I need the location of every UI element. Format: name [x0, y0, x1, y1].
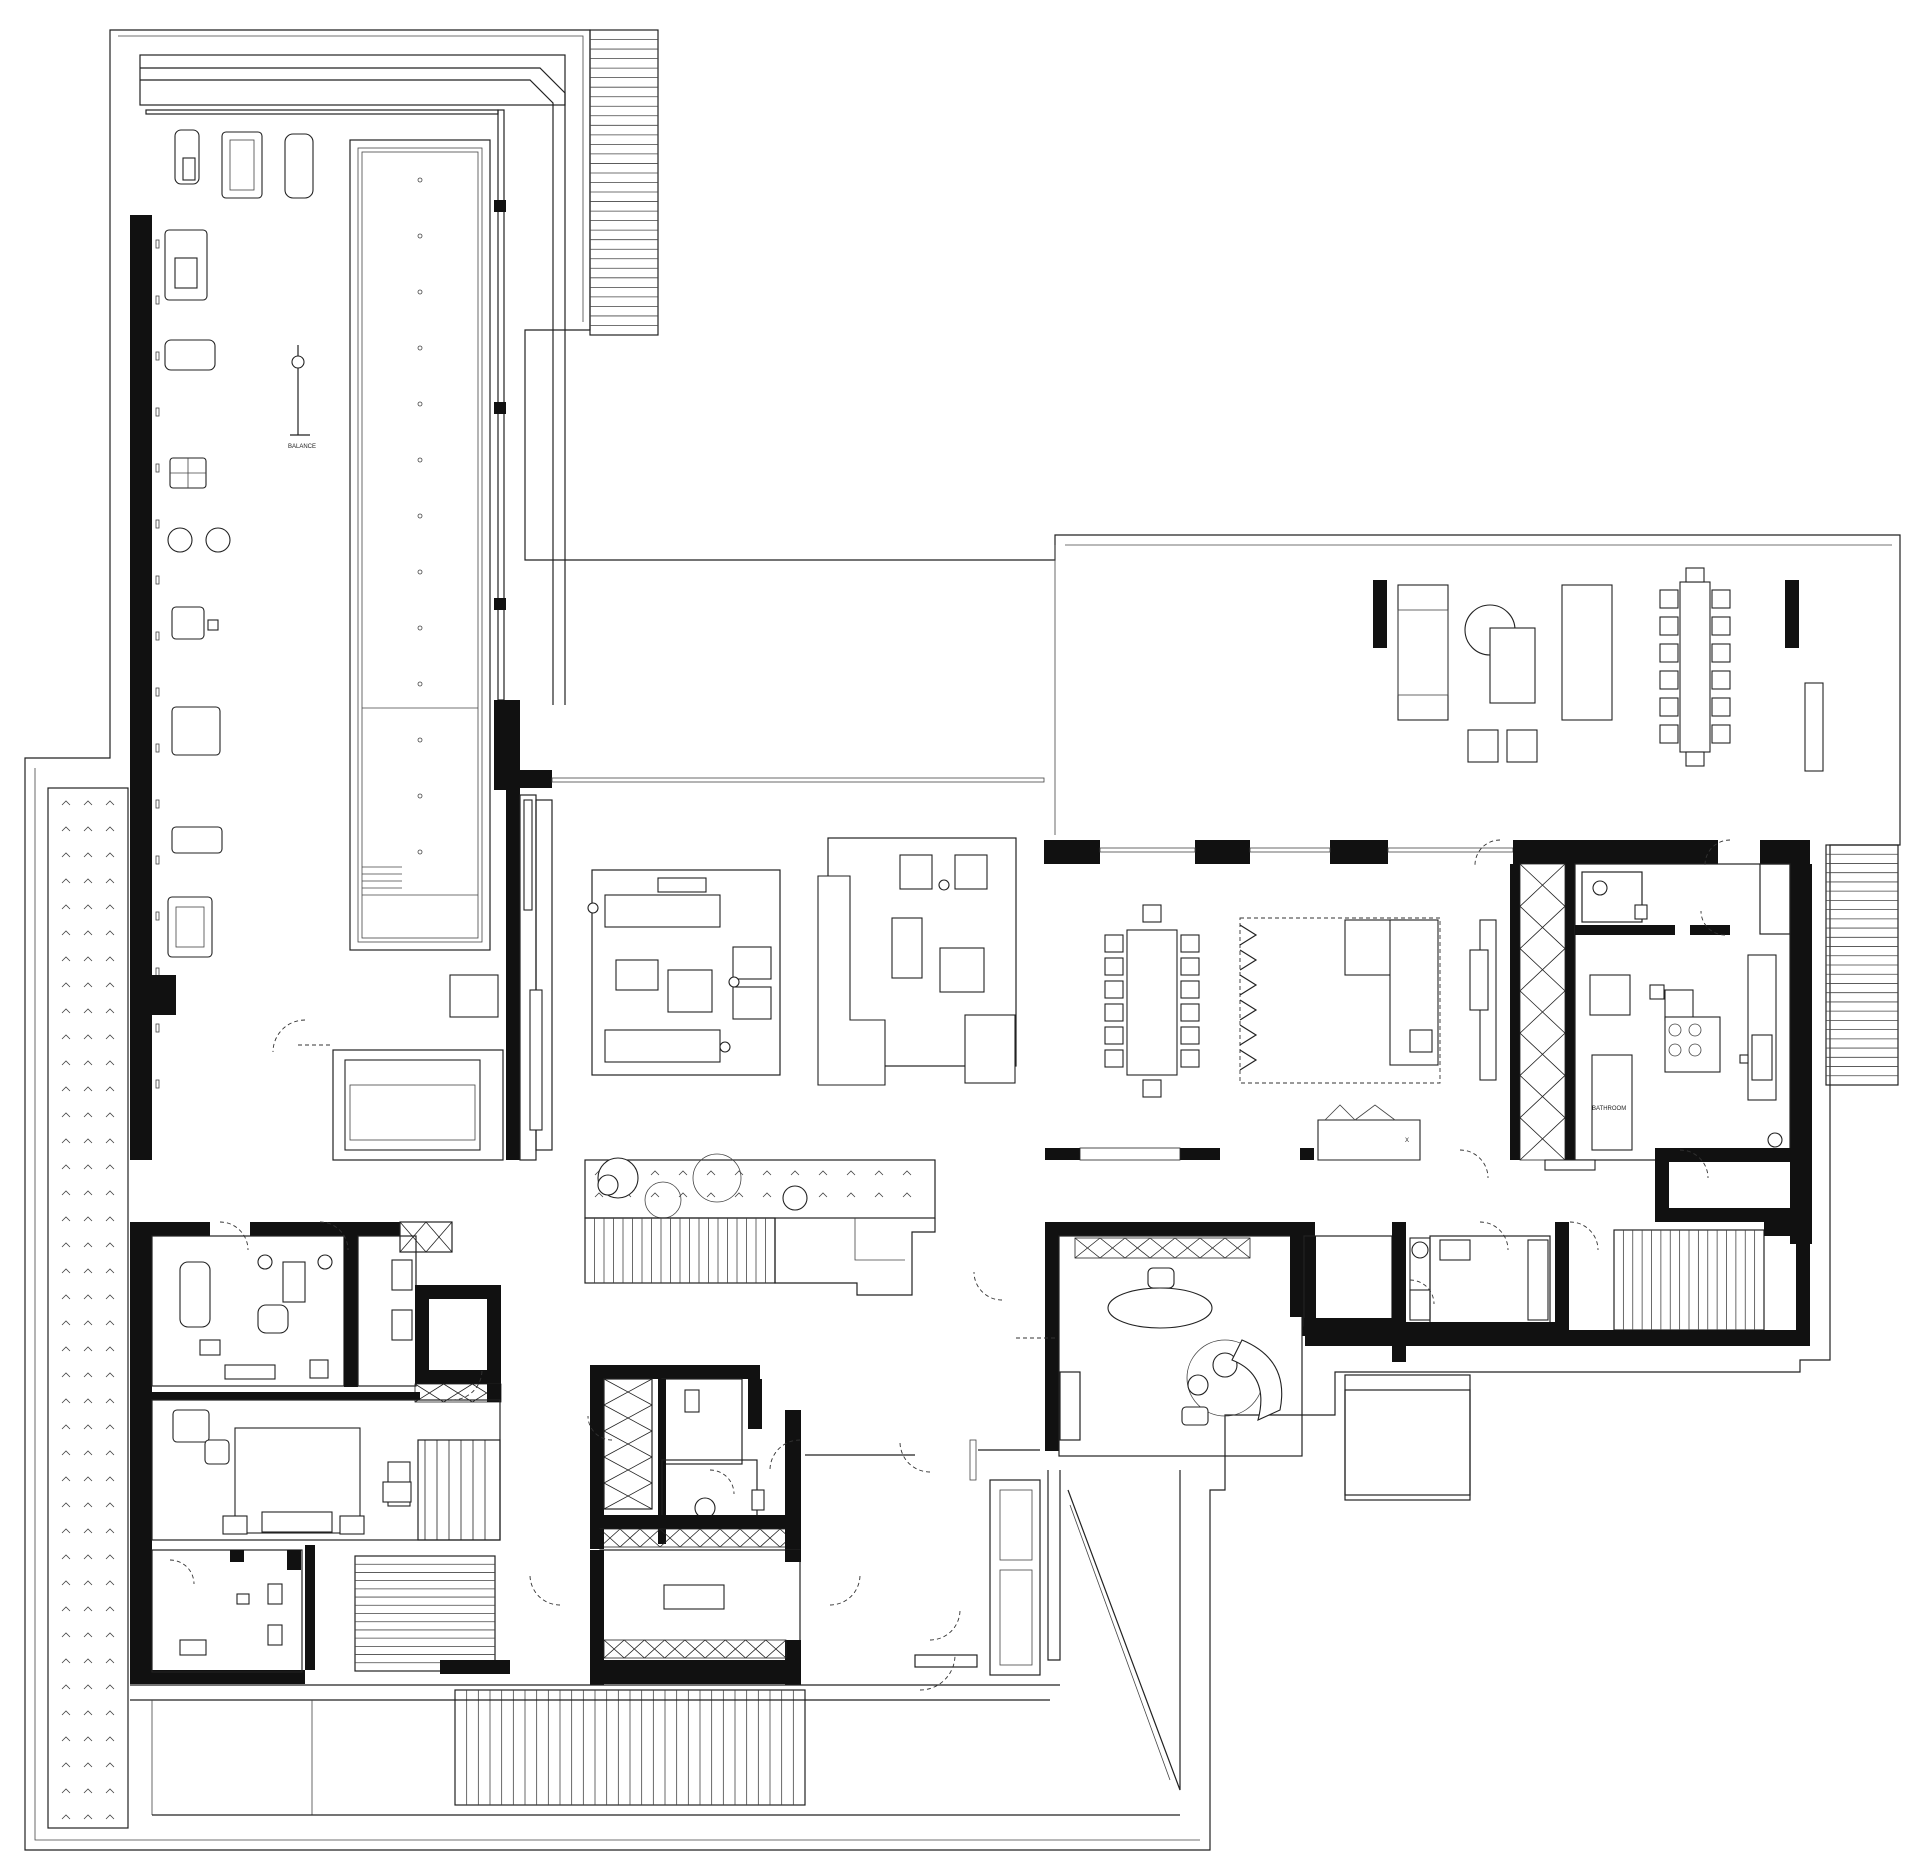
office-shelf: [1074, 1237, 1251, 1259]
service-rooms: BATHROOM: [1544, 863, 1810, 1222]
dining-table: [1126, 929, 1178, 1076]
abdominal-bench-icon: [171, 826, 223, 854]
multi-gym-icon: [167, 896, 213, 958]
terrace: [1373, 567, 1824, 772]
living-rug-1: [591, 869, 781, 1076]
treadmill-icon: [221, 131, 263, 199]
armchair-2: [732, 986, 772, 1020]
south-terrace: [130, 1374, 1471, 1816]
west-rooms: [130, 1221, 510, 1684]
corner-sofa: [817, 875, 886, 1086]
appliance-tag: BATHROOM: [1592, 1106, 1626, 1112]
central-planter-and-stair: [584, 1153, 936, 1296]
curved-sofa: [1231, 1339, 1283, 1421]
stepper-icon: [167, 527, 193, 553]
leg-press-icon: [171, 606, 205, 640]
armchair-1: [732, 946, 772, 980]
office-room: [1016, 1222, 1810, 1501]
coffee-table-3: [891, 917, 923, 979]
terrace-bench: [1804, 682, 1824, 772]
central-bath-block: [590, 1365, 1041, 1685]
living-area: [298, 700, 1045, 1161]
planter-strip-west: [47, 787, 129, 1829]
terrace-chair-2: [1506, 729, 1538, 763]
terrace-sofa-1: [1397, 584, 1449, 721]
coffee-table-2: [667, 969, 713, 1013]
sauna-bench: [344, 1059, 481, 1151]
equipment-tag: BALANCE: [288, 444, 316, 450]
terrace-dining-table: [1679, 581, 1711, 753]
office-chair: [1147, 1267, 1175, 1289]
elliptical-icon: [284, 133, 314, 199]
exterior-stair-top: [589, 29, 659, 336]
cable-station-icon: [171, 706, 221, 756]
punching-bag-stand: BALANCE: [288, 345, 316, 450]
counter-mark: X: [1405, 1138, 1409, 1144]
wall-gym-west: [130, 215, 152, 1160]
swimming-pool: [349, 139, 491, 951]
sofa-south: [604, 1029, 721, 1063]
bedroom-armchair-2: [204, 1439, 230, 1465]
armchair-3: [899, 854, 933, 890]
sideboard: [1317, 1119, 1421, 1161]
wc-small: [1581, 871, 1643, 923]
door-swings: [169, 839, 1731, 1691]
dining-kitchen: X: [1044, 840, 1812, 1244]
sauna-room: [332, 1049, 504, 1161]
terrace-chair-1: [1467, 729, 1499, 763]
rowing-machine-icon: [164, 339, 216, 371]
ottoman: [964, 1014, 1016, 1084]
cooktop: [1589, 974, 1631, 1016]
gym-wall-details: [152, 239, 176, 1089]
range-unit: [1664, 1016, 1721, 1073]
massage-table: [179, 1261, 211, 1328]
bedroom-armchair-1: [172, 1409, 210, 1443]
gym-equipment: BALANCE: [164, 129, 316, 958]
site-outline: [24, 29, 1901, 1851]
office-desk: [1107, 1287, 1213, 1329]
armchair-4: [954, 854, 988, 890]
side-table: [939, 947, 985, 993]
sofa-north: [604, 894, 721, 928]
terrace-sofa-2: [1561, 584, 1613, 721]
exterior-stair-right: [1825, 844, 1899, 1086]
coffee-table-1: [615, 959, 659, 991]
